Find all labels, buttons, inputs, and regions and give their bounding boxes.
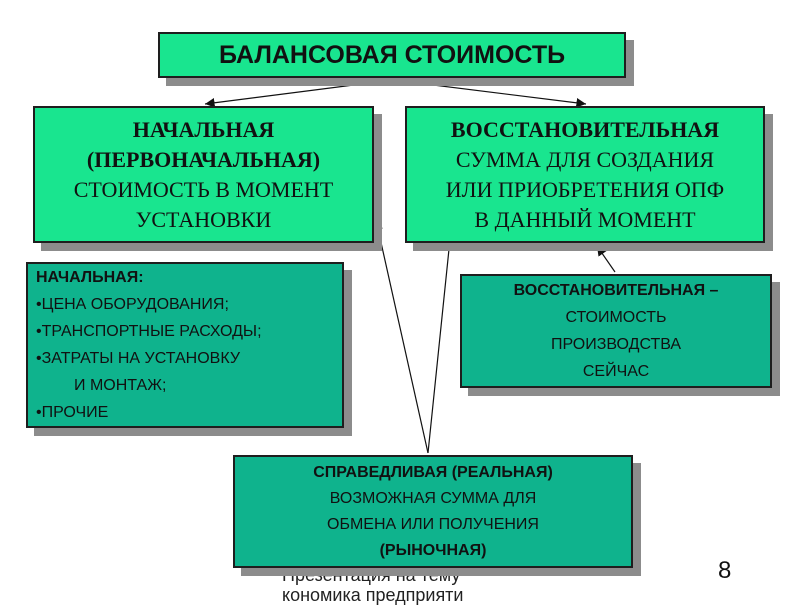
restore-desc-2: ИЛИ ПРИОБРЕТЕНИЯ ОПФ <box>445 176 725 202</box>
initial-detail-heading: НАЧАЛЬНАЯ: <box>36 269 144 286</box>
arrow-title-to-initial <box>204 79 394 108</box>
list-item: •ЦЕНА ОБОРУДОВАНИЯ; <box>36 296 229 313</box>
initial-desc-2: УСТАНОВКИ <box>135 206 272 232</box>
title-box: БАЛАНСОВАЯ СТОИМОСТЬ <box>158 32 626 78</box>
restore-desc-3: В ДАННЫЙ МОМЕНТ <box>474 206 696 232</box>
list-item: •ПРОЧИЕ <box>36 404 109 421</box>
fair-value-box: СПРАВЕДЛИВАЯ (РЕАЛЬНАЯ) ВОЗМОЖНАЯ СУММА … <box>233 455 633 568</box>
initial-desc-1: СТОИМОСТЬ В МОМЕНТ <box>73 176 334 202</box>
restore-desc-1: СУММА ДЛЯ СОЗДАНИЯ <box>455 146 715 172</box>
fair-line-3: (РЫНОЧНАЯ) <box>379 541 487 559</box>
fair-line-1: ВОЗМОЖНАЯ СУММА ДЛЯ <box>329 489 537 507</box>
arrow-detail-to-restore <box>596 245 616 273</box>
initial-heading: НАЧАЛЬНАЯ <box>132 116 275 142</box>
initial-cost-box: НАЧАЛЬНАЯ (ПЕРВОНАЧАЛЬНАЯ) СТОИМОСТЬ В М… <box>33 106 374 243</box>
restoration-cost-box: ВОССТАНОВИТЕЛЬНАЯ СУММА ДЛЯ СОЗДАНИЯ ИЛИ… <box>405 106 765 243</box>
restore-detail-line-2: ПРОИЗВОДСТВА <box>550 336 682 353</box>
initial-detail-box: НАЧАЛЬНАЯ: •ЦЕНА ОБОРУДОВАНИЯ; •ТРАНСПОР… <box>26 262 344 428</box>
arrow-title-to-restore <box>392 79 587 108</box>
arrow-fair-to-initial <box>373 219 429 454</box>
restore-detail-line-1: СТОИМОСТЬ <box>565 309 667 326</box>
diagram-title: БАЛАНСОВАЯ СТОИМОСТЬ <box>218 40 566 69</box>
fair-line-2: ОБМЕНА ИЛИ ПОЛУЧЕНИЯ <box>327 515 539 533</box>
list-item: •ЗАТРАТЫ НА УСТАНОВКУ <box>36 350 240 367</box>
list-item: •ТРАНСПОРТНЫЕ РАСХОДЫ; <box>36 323 262 340</box>
fair-heading: СПРАВЕДЛИВАЯ (РЕАЛЬНАЯ) <box>313 463 553 481</box>
restore-detail-heading: ВОССТАНОВИТЕЛЬНАЯ – <box>513 282 719 299</box>
restore-detail-line-3: СЕЙЧАС <box>582 363 650 380</box>
page-number: 8 <box>718 557 732 584</box>
restoration-detail-box: ВОССТАНОВИТЕЛЬНАЯ – СТОИМОСТЬ ПРОИЗВОДСТ… <box>460 274 772 388</box>
initial-subheading: (ПЕРВОНАЧАЛЬНАЯ) <box>86 146 321 172</box>
restore-heading: ВОССТАНОВИТЕЛЬНАЯ <box>450 116 720 142</box>
list-item: И МОНТАЖ; <box>74 377 167 394</box>
arrow-fair-to-restore <box>427 219 456 454</box>
